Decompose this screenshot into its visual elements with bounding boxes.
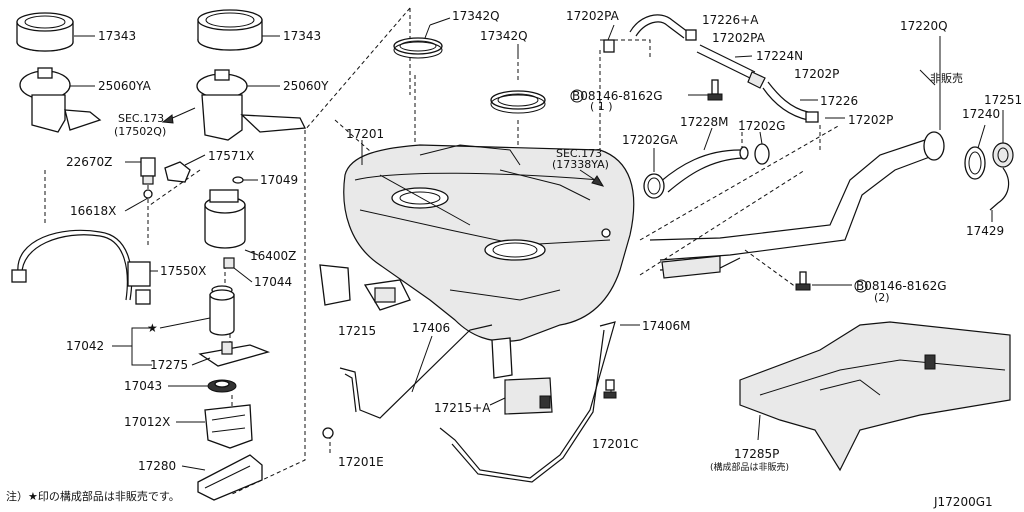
label-17342q-lower: 17342Q (480, 29, 528, 43)
clamp-17043 (207, 379, 237, 393)
label-bolt-08146-1: B08146-8162G (572, 89, 663, 103)
harness-17550x (11, 229, 151, 305)
filter-17044 (223, 257, 235, 269)
label-17429: 17429 (966, 224, 1004, 238)
label-17042: 17042 (66, 339, 104, 353)
plate-17275 (198, 341, 271, 367)
label-sec173-center-ref: (17338YA) (552, 158, 609, 171)
tether-17429 (989, 167, 1010, 211)
label-sec173-left-ref: (17502Q) (114, 125, 166, 138)
label-17202pa-lower: 17202PA (712, 31, 766, 45)
label-not-sold: 非販売 (930, 72, 963, 85)
strap-17406m (439, 321, 616, 483)
label-17343-right: 17343 (283, 29, 321, 43)
hose-17226 (762, 81, 819, 123)
part-labels: 17343 17343 25060YA 25060Y SEC.173 (1750… (6, 9, 1022, 509)
bracket-17215 (319, 264, 411, 311)
label-17201e: 17201E (338, 455, 384, 469)
label-17342q-upper: 17342Q (452, 9, 500, 23)
label-17202ga: 17202GA (622, 133, 678, 147)
label-17228m: 17228M (680, 115, 729, 129)
callout-17042 (112, 327, 152, 366)
bolt-17201c (603, 379, 617, 399)
protector-17285p (739, 321, 1011, 472)
label-17240: 17240 (962, 107, 1000, 121)
bracket-17571x (164, 161, 191, 183)
label-17044: 17044 (254, 275, 292, 289)
label-17224n: 17224N (756, 49, 803, 63)
bolt-b-markers (570, 89, 868, 293)
label-bolt-08146-2: B08146-8162G (856, 279, 947, 293)
star-marker: ★ (147, 321, 158, 335)
fuel-filter-16400z (204, 189, 246, 249)
label-17012x: 17012X (124, 415, 170, 429)
label-25060ya: 25060YA (98, 79, 152, 93)
seal-17049 (232, 176, 244, 184)
label-17202p-lower: 17202P (848, 113, 893, 127)
label-17571x: 17571X (208, 149, 254, 163)
lock-ring-17343-right (197, 9, 263, 51)
filler-ring-17240 (964, 146, 986, 180)
label-17406m: 17406M (642, 319, 691, 333)
label-bolt-08146-1-qty: ( 1 ) (590, 100, 613, 113)
sensor-22670z (140, 157, 156, 199)
label-17275: 17275 (150, 358, 188, 372)
fuel-pump (209, 285, 235, 336)
gasket-17342q-upper (393, 37, 443, 59)
filler-cap-17251 (992, 142, 1014, 168)
label-17215: 17215 (338, 324, 376, 338)
strap-17406 (322, 324, 493, 439)
fuel-sender-25060y (196, 69, 307, 141)
label-25060y: 25060Y (283, 79, 329, 93)
filler-tube-17220q (649, 131, 945, 279)
lock-ring-17343-left (16, 12, 74, 52)
label-17406: 17406 (412, 321, 450, 335)
label-17343-left: 17343 (98, 29, 136, 43)
label-bolt-08146-2-qty: (2) (874, 291, 890, 304)
label-17285p-note: (構成部品は非販売) (710, 461, 789, 473)
label-17285p: 17285P (734, 447, 779, 461)
label-17251: 17251 (984, 93, 1022, 107)
label-16400z: 16400Z (250, 249, 296, 263)
label-17215a: 17215+A (434, 401, 491, 415)
hose-17226a (603, 14, 697, 53)
diagram-id: J17200G1 (933, 495, 993, 509)
hose-17228m (659, 146, 749, 193)
cup-17280 (197, 454, 263, 501)
label-17220q: 17220Q (900, 19, 948, 33)
label-sec173-left: SEC.173 (118, 112, 164, 125)
bolt-08146-2 (795, 271, 811, 291)
label-17201: 17201 (346, 127, 384, 141)
bolt-08146-1 (707, 79, 723, 101)
label-16618x: 16618X (70, 204, 116, 218)
strainer-17012x (204, 404, 253, 449)
label-17201c: 17201C (592, 437, 639, 451)
clamp-17202ga (643, 173, 665, 199)
fuel-tank-17201 (343, 144, 635, 342)
gasket-17342q-lower (490, 90, 546, 114)
label-sec173-center: SEC.173 (556, 147, 602, 160)
label-17202pa-upper: 17202PA (566, 9, 620, 23)
clamp-17202g (754, 143, 770, 165)
label-17226a: 17226+A (702, 13, 759, 27)
label-22670z: 22670Z (66, 155, 112, 169)
footnote: 注）★印の構成部品は非販売です。 (6, 489, 180, 503)
bracket-17215a (491, 337, 553, 415)
fuel-sender-25060ya (19, 67, 102, 133)
pipe-17224n (696, 44, 766, 89)
label-17043: 17043 (124, 379, 162, 393)
label-17049: 17049 (260, 173, 298, 187)
label-17202g: 17202G (738, 119, 785, 133)
label-17202p-upper: 17202P (794, 67, 839, 81)
label-17280: 17280 (138, 459, 176, 473)
label-17550x: 17550X (160, 264, 206, 278)
label-17226: 17226 (820, 94, 858, 108)
